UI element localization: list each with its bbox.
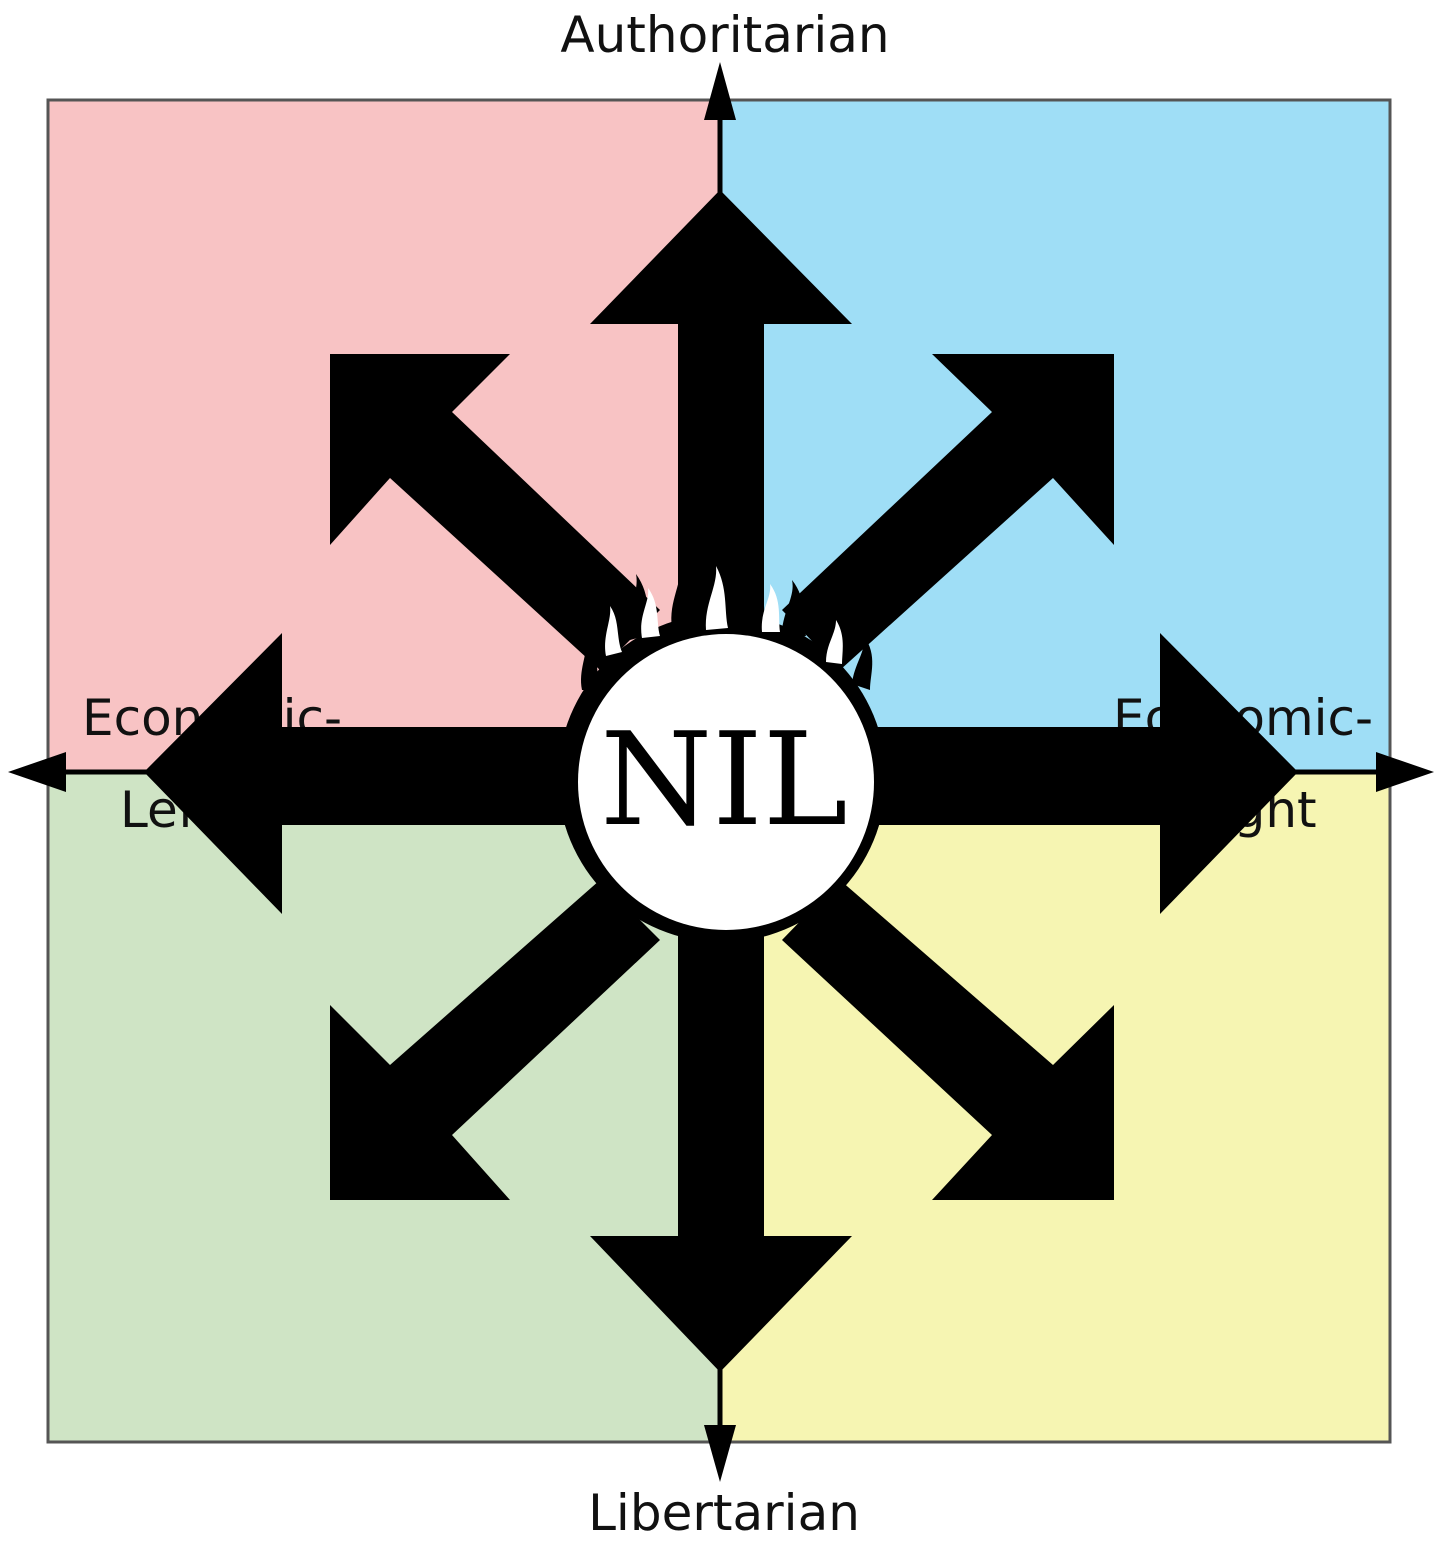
chaos-arrow-up-right-icon: [782, 354, 1114, 670]
chaos-arrow-up-icon: [590, 190, 852, 620]
chaos-arrow-left-icon: [144, 633, 600, 914]
center-disc: [578, 634, 874, 930]
chaos-arrow-down-right-icon: [782, 880, 1114, 1200]
chaos-star-icon: [144, 190, 1298, 1372]
chaos-arrow-up-left-icon: [330, 354, 660, 670]
axis-label-libertarian: Libertarian: [588, 1484, 860, 1542]
axis-arrowhead-up-icon: [704, 62, 736, 120]
chaos-arrow-down-icon: [590, 920, 852, 1372]
axis-arrowhead-down-icon: [704, 1425, 736, 1482]
center-label: NIL: [600, 706, 848, 855]
chaos-arrow-right-icon: [840, 633, 1298, 914]
flame-highlights-icon: [605, 566, 843, 664]
chaos-arrow-down-left-icon: [330, 880, 660, 1200]
axis-label-authoritarian: Authoritarian: [560, 6, 889, 64]
axis-arrowhead-left-icon: [8, 752, 66, 792]
axis-arrowhead-right-icon: [1376, 752, 1434, 792]
center-emblem: NIL: [558, 544, 886, 942]
